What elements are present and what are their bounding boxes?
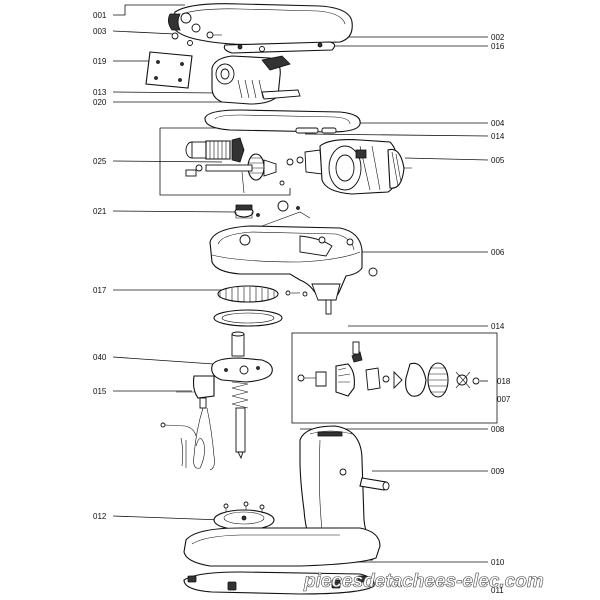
ring-gear-part: [213, 285, 283, 327]
label-011: 011: [491, 586, 504, 595]
label-003: 003: [93, 27, 107, 36]
planetary-gear-part: [234, 200, 300, 219]
label-001: 001: [93, 11, 107, 20]
label-002: 002: [491, 33, 505, 42]
label-012: 012: [93, 512, 107, 521]
planetary-assembly-part: [211, 331, 273, 460]
label-008: 008: [491, 425, 505, 434]
hinge-pin-part: [359, 477, 390, 491]
label-005: 005: [491, 156, 505, 165]
label-007: 007: [497, 395, 511, 404]
gasket-part: [204, 109, 361, 133]
label-017: 017: [93, 286, 107, 295]
worm-gear-assembly-part: [185, 137, 294, 194]
bowl-clamp-plate-part: [213, 501, 275, 531]
rear-plate-part: [145, 51, 193, 89]
label-010: 010: [491, 558, 505, 567]
label-014-bottom: 014: [491, 322, 505, 331]
site-watermark: piecesdetachees-elec.com: [303, 571, 544, 592]
attachment-hub-assembly-part: [297, 341, 480, 398]
label-013: 013: [93, 88, 107, 97]
label-020: 020: [93, 98, 107, 107]
labels-right: 002 016 004 014 005 006 014 018 007 008 …: [491, 33, 511, 595]
seal-part: [295, 127, 337, 134]
base-feet-part: [183, 571, 375, 595]
label-025: 025: [93, 157, 107, 166]
label-016: 016: [491, 42, 505, 51]
label-009: 009: [491, 467, 505, 476]
label-019: 019: [93, 57, 107, 66]
label-040: 040: [93, 353, 107, 362]
motor-part: [296, 139, 412, 195]
head-cover-part: [168, 3, 353, 46]
gear-housing-part: [209, 211, 378, 315]
gearbox-assembly-part: [211, 55, 301, 105]
mixer-base-part: [183, 527, 381, 567]
gear-housing-cover-part: [223, 41, 336, 54]
label-014-top: 014: [491, 132, 505, 141]
label-015: 015: [93, 387, 107, 396]
label-006: 006: [491, 248, 505, 257]
screw-part: [187, 31, 222, 46]
labels-left: 001 003 019 013 020 025 021 017 040 015 …: [93, 11, 107, 521]
label-021: 021: [93, 207, 107, 216]
label-004: 004: [491, 119, 505, 128]
label-018: 018: [497, 377, 511, 386]
speed-control-part: [160, 375, 215, 471]
